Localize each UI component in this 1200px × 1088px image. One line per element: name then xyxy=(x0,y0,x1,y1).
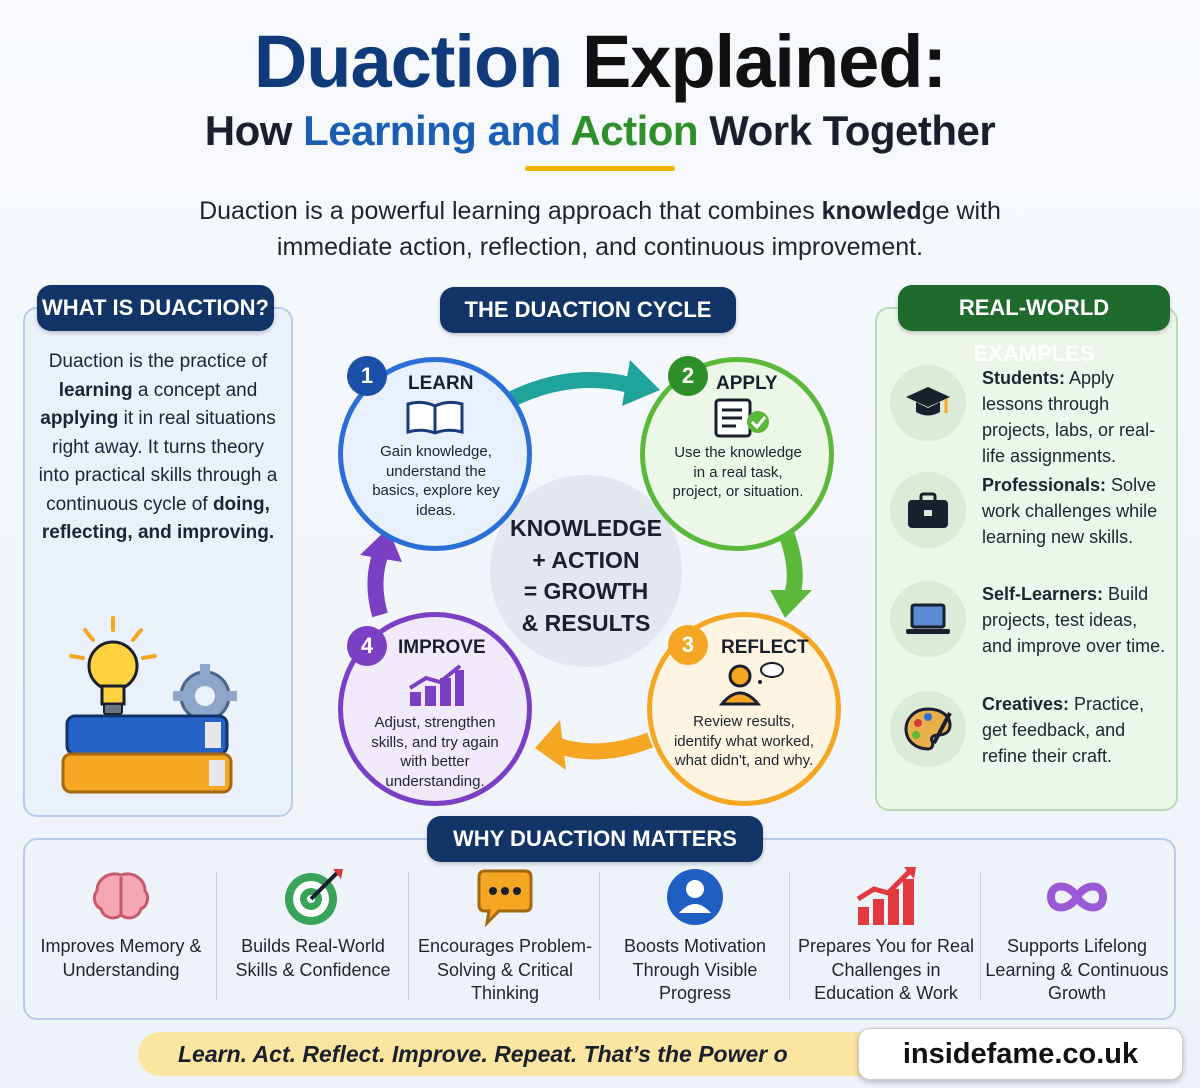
benefit-memory: Improves Memory & Understanding xyxy=(26,865,216,1015)
example-students: Students: Apply lessons through projects… xyxy=(890,365,1175,466)
example-self-learners: Self-Learners: Build projects, test idea… xyxy=(890,581,1175,671)
step-reflect-desc: Review results, identify what worked, wh… xyxy=(673,713,815,769)
divider xyxy=(599,872,600,1000)
benefit-motivation: Boosts Motivation Through Visible Progre… xyxy=(600,865,790,1015)
thinking-person-icon xyxy=(718,662,784,706)
benefit-skills: Builds Real-World Skills & Confidence xyxy=(218,865,408,1015)
growth-chart-icon xyxy=(856,867,916,925)
watermark-label: insidefame.co.uk xyxy=(858,1028,1183,1080)
step-apply-desc: Use the knowledge in a real task, projec… xyxy=(672,444,804,500)
step-learn-title: LEARN xyxy=(408,373,474,394)
lightbulb-icon xyxy=(87,640,139,715)
checklist-icon xyxy=(714,398,769,438)
example-creatives: Creatives: Practice, get feedback, and r… xyxy=(890,691,1175,781)
divider xyxy=(980,872,981,1000)
what-is-heading: WHAT IS DUACTION? xyxy=(37,285,274,331)
graduation-cap-icon xyxy=(890,365,966,441)
arrow-reflect-to-improve xyxy=(552,732,653,760)
brain-icon xyxy=(92,872,150,920)
laptop-icon xyxy=(890,581,966,657)
cycle-center-text: KNOWLEDGE + ACTION = GROWTH & RESULTS xyxy=(509,515,663,636)
palette-icon xyxy=(890,691,966,767)
page-subtitle: How Learning and Action Work Together xyxy=(204,107,996,154)
example-professionals: Professionals: Solve work challenges whi… xyxy=(890,472,1175,562)
benefit-problem-solving: Encourages Problem-Solving & Critical Th… xyxy=(410,865,600,1015)
chat-bubble-icon xyxy=(477,869,533,928)
cycle-heading: THE DUACTION CYCLE xyxy=(440,287,736,333)
divider xyxy=(216,872,217,1000)
infinity-icon xyxy=(1046,882,1108,912)
light-rays-icon xyxy=(69,616,157,660)
divider xyxy=(408,872,409,1000)
page-title: Duaction Explained: xyxy=(253,20,947,103)
step-reflect-title: REFLECT xyxy=(721,637,809,658)
step-improve-number: 4 xyxy=(347,626,387,666)
step-improve-desc: Adjust, strengthen skills, and try again… xyxy=(371,714,499,790)
step-reflect-number: 3 xyxy=(668,625,708,665)
arrow-improve-to-learn xyxy=(367,547,390,618)
step-apply-title: APPLY xyxy=(716,373,778,394)
books-icon xyxy=(61,714,233,794)
intro-text: Duaction is a powerful learning approach… xyxy=(199,197,1001,261)
arrow-learn-to-apply xyxy=(506,372,632,408)
arrow-apply-to-reflect xyxy=(777,527,803,598)
step-learn-desc: Gain knowledge, understand the basics, e… xyxy=(372,443,500,519)
cycle-center-circle xyxy=(490,475,682,667)
what-is-text: Duaction is the practice of learning a c… xyxy=(38,351,278,543)
target-icon xyxy=(285,869,343,925)
benefit-lifelong: Supports Lifelong Learning & Continuous … xyxy=(982,865,1172,1015)
step-apply-number: 2 xyxy=(668,356,708,396)
step-reflect-circle xyxy=(647,612,841,806)
bar-growth-icon xyxy=(408,664,464,706)
examples-heading: REAL-WORLD EXAMPLES xyxy=(898,285,1170,366)
open-book-icon xyxy=(406,400,464,435)
step-improve-title: IMPROVE xyxy=(398,637,486,658)
divider xyxy=(789,872,790,1000)
gear-icon xyxy=(173,664,237,728)
step-learn-number: 1 xyxy=(347,356,387,396)
lightbulb-books-illustration xyxy=(61,616,237,794)
why-heading: WHY DUACTION MATTERS xyxy=(427,816,763,862)
briefcase-icon xyxy=(890,472,966,548)
title-underline xyxy=(525,166,675,171)
user-icon xyxy=(667,869,723,925)
benefit-challenges: Prepares You for Real Challenges in Educ… xyxy=(791,865,981,1015)
footer-tagline: Learn. Act. Reflect. Improve. Repeat. Th… xyxy=(178,1041,788,1067)
